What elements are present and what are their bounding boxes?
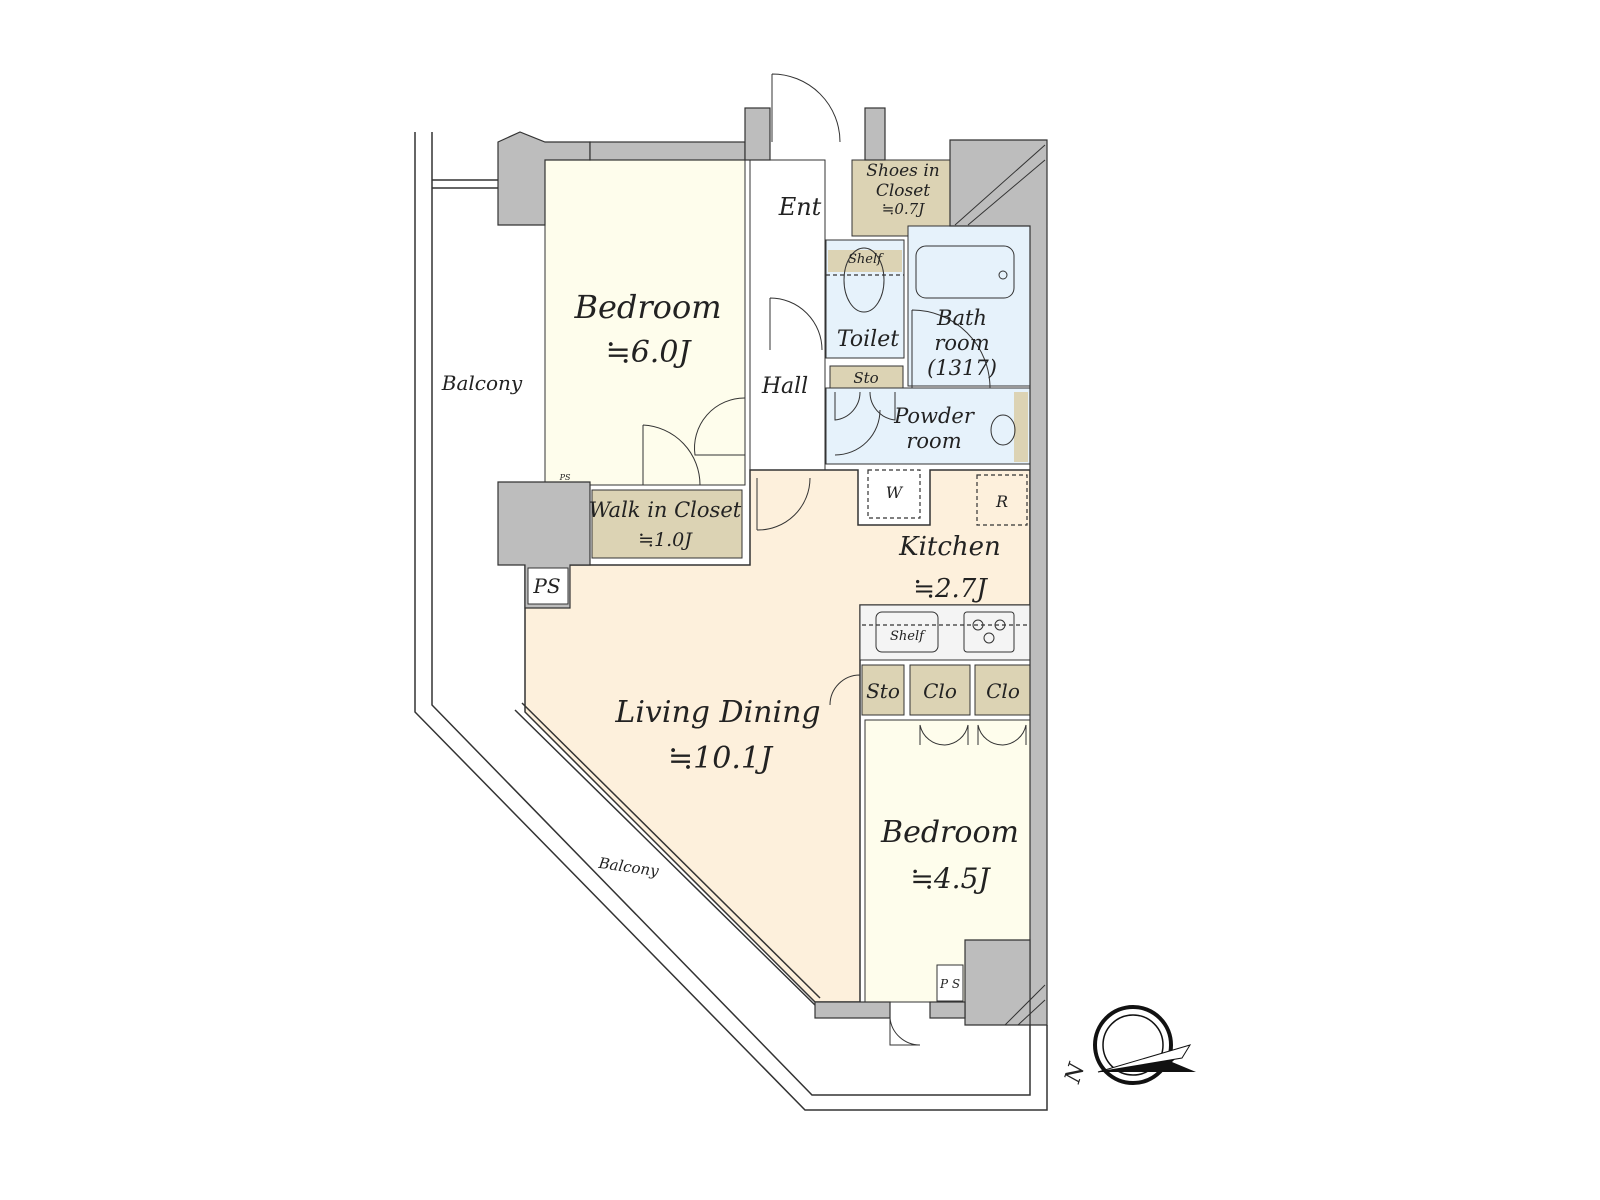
living-dining-label: Living Dining xyxy=(614,695,820,730)
powder-shelf xyxy=(1014,392,1028,462)
powder-room-label-1: Powder xyxy=(893,404,976,428)
kitchen-label: Kitchen xyxy=(898,532,1001,562)
bedroom-1-area xyxy=(544,159,746,486)
shoes-closet-size: ≒0.7J xyxy=(882,200,925,218)
stove-icon xyxy=(963,611,1015,653)
storage-area xyxy=(861,664,905,716)
ps-1-box xyxy=(527,567,569,605)
kitchen-sink-icon xyxy=(875,611,939,653)
closet-1-area xyxy=(909,664,971,716)
bathtub-icon xyxy=(915,245,1015,299)
balcony-west-label: Balcony xyxy=(441,371,523,395)
walk-in-closet-area xyxy=(591,489,743,559)
washer-label: W xyxy=(886,483,904,502)
bedroom-1-size: ≒6.0J xyxy=(606,335,693,370)
ps-2-label: PS xyxy=(559,473,571,482)
entrance-hall-area xyxy=(749,159,826,471)
closet-2-label: Clo xyxy=(986,679,1020,703)
toilet-label: Toilet xyxy=(837,327,899,352)
refrigerator-label: R xyxy=(995,492,1008,511)
kitchen-counter xyxy=(859,604,1031,661)
closet-1-label: Clo xyxy=(923,679,957,703)
bathtub-drain-icon xyxy=(998,270,1008,280)
entrance-label: Ent xyxy=(778,193,822,221)
compass-north-label: N xyxy=(1060,1059,1090,1087)
powder-room-label-2: room xyxy=(906,429,961,453)
balcony-outline xyxy=(414,132,1048,1111)
balcony-south-label: Balcony xyxy=(597,854,661,880)
shoes-closet-label-1: Shoes in xyxy=(866,161,939,181)
ps-3-label: P S xyxy=(939,977,960,991)
living-dining-size: ≒10.1J xyxy=(668,741,774,776)
compass-north-arrow-icon: N xyxy=(1060,1005,1196,1087)
bathroom-area xyxy=(907,225,1031,387)
bedroom-1-label: Bedroom xyxy=(573,288,721,326)
walk-in-closet-size: ≒1.0J xyxy=(638,529,693,551)
kitchen-shelf-label: Shelf xyxy=(890,629,926,644)
toilet-shelf xyxy=(828,250,902,272)
powder-room-area xyxy=(825,387,1031,465)
bathroom-spec: (1317) xyxy=(927,356,997,380)
doors xyxy=(642,73,1027,1046)
walk-in-closet-label: Walk in Closet xyxy=(589,498,742,522)
toilet-bowl-icon xyxy=(843,247,885,313)
bedroom-2-label: Bedroom xyxy=(880,815,1019,850)
hall-label: Hall xyxy=(761,374,808,399)
bathroom-label-1: Bath xyxy=(936,306,987,330)
kitchen-size: ≒2.7J xyxy=(913,574,988,604)
washbasin-icon xyxy=(990,414,1016,446)
shoes-closet-area xyxy=(851,159,951,237)
shoes-closet-label-2: Closet xyxy=(876,181,930,201)
washer-space xyxy=(867,469,921,519)
toilet-shelf-label: Shelf xyxy=(848,252,884,267)
ps-1-label: PS xyxy=(532,574,560,598)
bathroom-label-2: room xyxy=(934,331,989,355)
bedroom-2-size: ≒4.5J xyxy=(910,862,991,895)
refrigerator-space xyxy=(976,474,1028,526)
storage-label: Sto xyxy=(866,679,900,703)
toilet-storage-label: Sto xyxy=(853,369,878,387)
ps-3-box xyxy=(936,964,964,1002)
